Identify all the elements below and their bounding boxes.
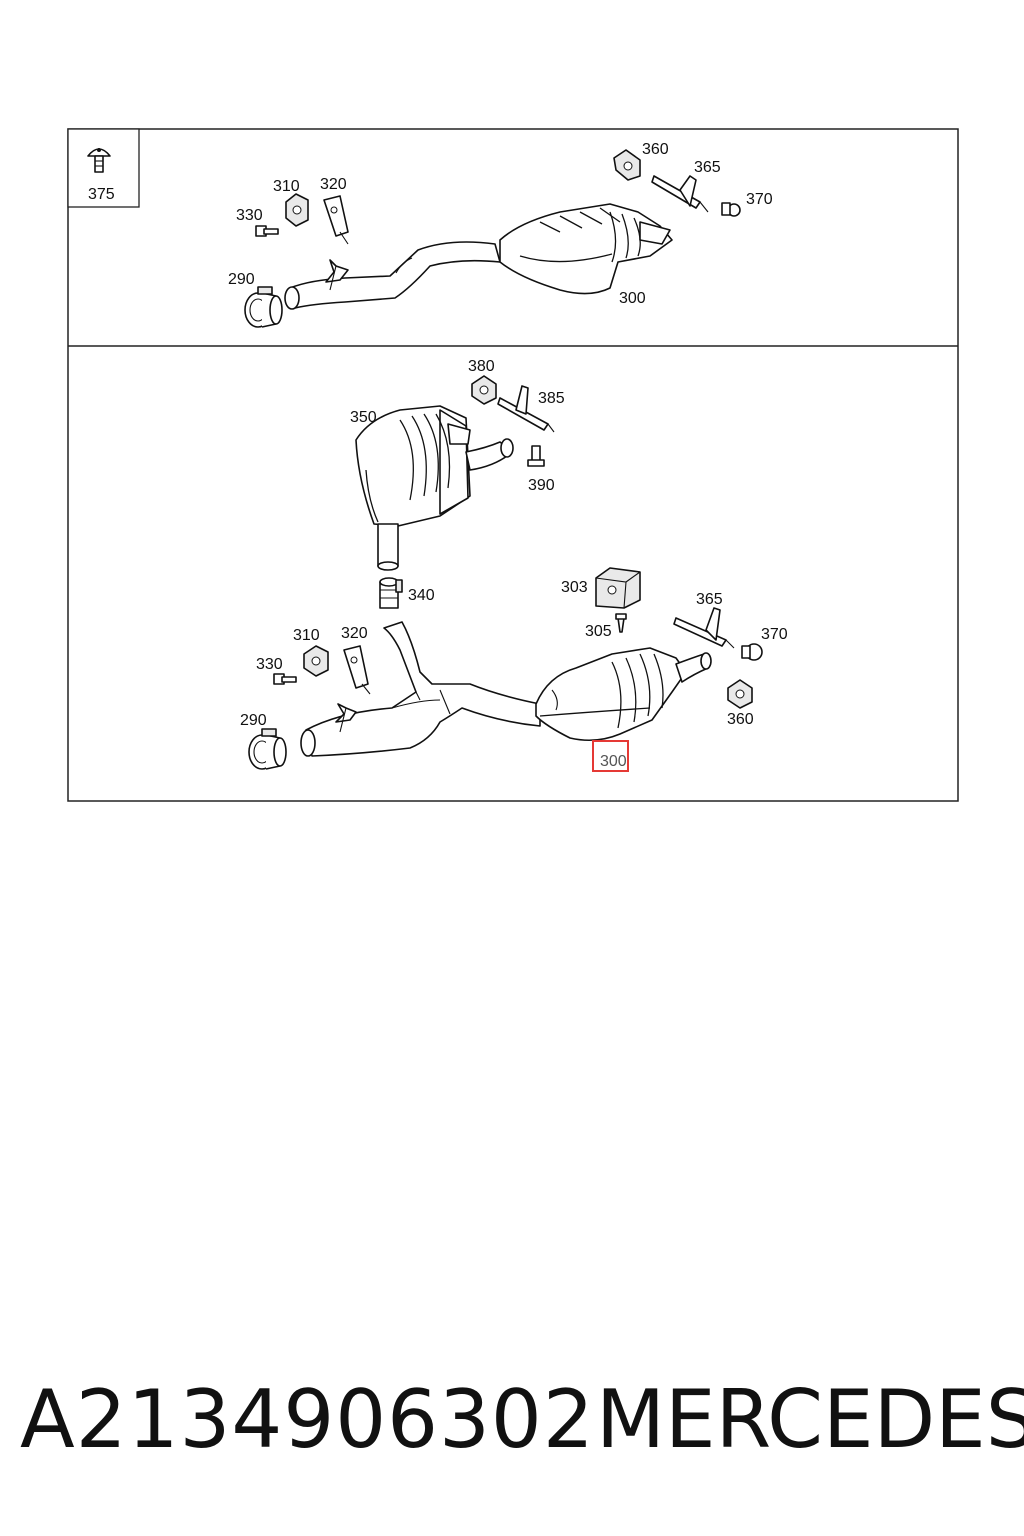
label-top-360: 360 <box>642 141 669 158</box>
clamp-290-icon <box>244 286 283 328</box>
screw-375-icon <box>87 148 111 173</box>
label-bottom-340: 340 <box>408 587 435 604</box>
rear-muffler-350-icon <box>355 405 514 571</box>
footer: A2134906302 MERCEDES <box>0 1370 1024 1480</box>
bracket-320-top-icon <box>323 195 349 245</box>
label-top-310: 310 <box>273 178 300 195</box>
label-bottom-360: 360 <box>727 711 754 728</box>
label-bottom-380: 380 <box>468 358 495 375</box>
label-top-365: 365 <box>694 159 721 176</box>
rubber-hanger-360-bottom-icon <box>727 679 753 709</box>
bolt-390-icon <box>527 445 545 467</box>
y-pipe-icon <box>300 621 541 757</box>
label-bottom-320: 320 <box>341 625 368 642</box>
bolt-330-top-icon <box>255 225 279 237</box>
label-bottom-390: 390 <box>528 477 555 494</box>
label-top-370: 370 <box>746 191 773 208</box>
bracket-365-top-icon <box>651 175 709 213</box>
label-375: 375 <box>88 186 115 203</box>
bolt-330-bottom-icon <box>273 673 297 685</box>
rubber-hanger-380-icon <box>471 375 497 405</box>
hanger-310-bottom-icon <box>303 645 329 677</box>
label-top-290: 290 <box>228 271 255 288</box>
label-bottom-310: 310 <box>293 627 320 644</box>
bracket-365-bottom-icon <box>673 607 735 649</box>
label-bottom-330: 330 <box>256 656 283 673</box>
muffler-300-bottom-icon <box>535 647 712 742</box>
front-pipe-icon <box>284 241 501 310</box>
brand-name: MERCEDES <box>596 1373 1024 1466</box>
clamp-340-icon <box>379 577 403 609</box>
part-number: A2134906302 <box>20 1373 595 1466</box>
label-top-330: 330 <box>236 207 263 224</box>
highlight-box-300 <box>592 740 629 772</box>
label-top-320: 320 <box>320 176 347 193</box>
bracket-385-icon <box>497 385 555 433</box>
label-bottom-370: 370 <box>761 626 788 643</box>
label-bottom-365: 365 <box>696 591 723 608</box>
clamp-290-bottom-icon <box>248 728 287 770</box>
label-bottom-305: 305 <box>585 623 612 640</box>
label-bottom-385: 385 <box>538 390 565 407</box>
nut-370-bottom-icon <box>741 643 763 661</box>
label-bottom-290: 290 <box>240 712 267 729</box>
bracket-320-bottom-icon <box>343 645 371 695</box>
rubber-hanger-360-top-icon <box>613 149 641 181</box>
exhaust-parts-diagram: 375 <box>67 128 959 802</box>
label-bottom-303: 303 <box>561 579 588 596</box>
screw-305-icon <box>615 613 627 633</box>
mount-303-icon <box>595 567 641 609</box>
top-panel: 375 <box>67 128 773 328</box>
nut-370-top-icon <box>721 202 741 217</box>
label-bottom-350: 350 <box>350 409 377 426</box>
diagram-frame <box>67 128 959 802</box>
label-top-300: 300 <box>619 290 646 307</box>
hanger-310-top-icon <box>285 193 309 227</box>
muffler-300-top-icon <box>499 203 673 295</box>
label-bottom-300-highlighted[interactable]: 300 <box>600 753 627 770</box>
bottom-panel: 380 385 350 390 340 303 365 305 370 310 … <box>240 358 788 772</box>
